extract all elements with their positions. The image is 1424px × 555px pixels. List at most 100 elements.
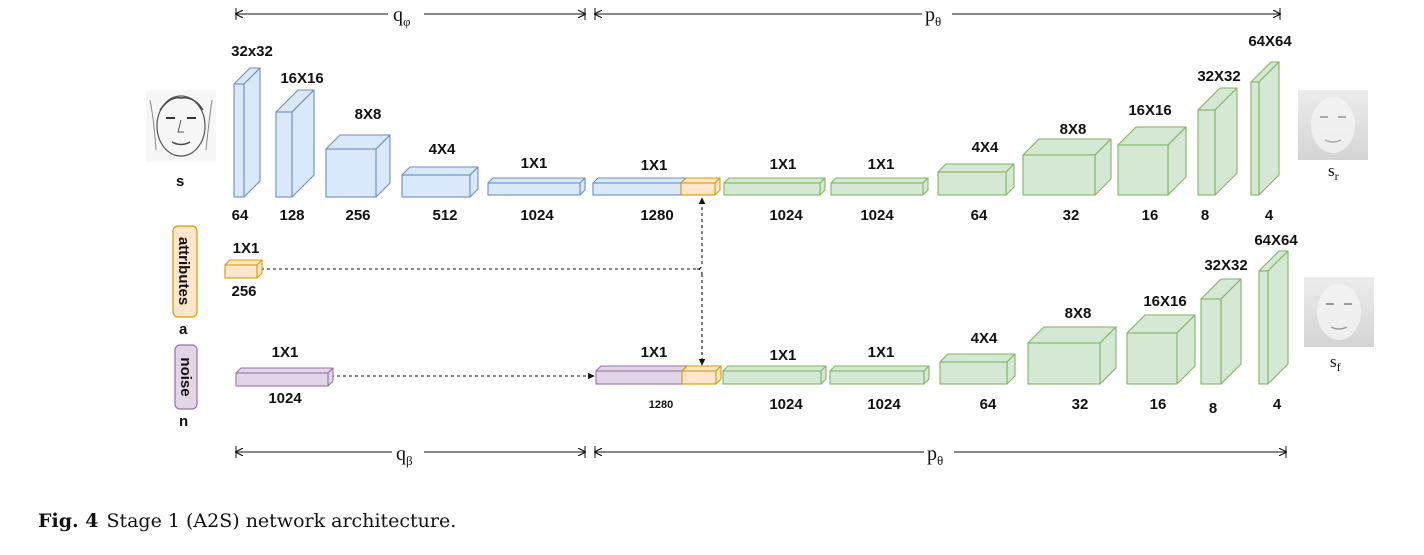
top-decoder-block-2-channels-label: 1024	[860, 207, 894, 224]
bottom-decoder-block-7-channels-label: 4	[1273, 396, 1282, 413]
top-decoder-block-4-channels-label: 32	[1063, 207, 1080, 224]
top-decoder-block-5	[1117, 126, 1187, 196]
top-encoder-block-2-channels-label: 128	[279, 207, 304, 224]
top-decoder-block-6	[1197, 87, 1238, 196]
bottom-decoder-bracket: pθ	[595, 443, 1286, 468]
svg-text:pθ: pθ	[927, 443, 943, 468]
bottom-decoder-block-7-size-label: 64X64	[1254, 232, 1298, 249]
top-encoder-block-3	[325, 134, 391, 198]
bottom-concat-channels-label: 1280	[649, 399, 673, 411]
top-encoder-block-5	[487, 177, 586, 196]
top-decoder-block-1-size-label: 1X1	[770, 156, 797, 173]
attributes-var-label: a	[179, 321, 188, 338]
top-decoder-block-7-channels-label: 4	[1265, 207, 1274, 224]
output-fake-sketch-image	[1304, 277, 1374, 347]
sketch-var-label: s	[176, 173, 184, 190]
noise-var-label: n	[179, 413, 188, 430]
top-decoder-block-5-size-label: 16X16	[1128, 102, 1171, 119]
top-decoder-block-5-channels-label: 16	[1142, 207, 1159, 224]
noise-vector-block-channels-label: 1024	[268, 390, 302, 407]
top-encoder-block-4	[401, 166, 479, 198]
svg-text:pθ: pθ	[925, 4, 941, 29]
top-decoder-block-3-size-label: 4X4	[972, 139, 999, 156]
top-decoder-block-7-size-label: 64X64	[1248, 33, 1292, 50]
figure-number: Fig. 4	[38, 510, 99, 532]
bottom-concat-block	[595, 365, 722, 385]
top-encoder-block-3-size-label: 8X8	[355, 106, 382, 123]
bottom-decoder-block-2-size-label: 1X1	[868, 344, 895, 361]
dotted-connectors	[261, 197, 706, 380]
bottom-decoder-block-4-channels-label: 32	[1072, 396, 1089, 413]
bottom-decoder-block-2-channels-label: 1024	[867, 396, 901, 413]
q-beta-label: q	[396, 443, 406, 465]
figure-caption-text: Stage 1 (A2S) network architecture.	[106, 510, 457, 532]
output-fake-label: sf	[1330, 352, 1341, 374]
top-encoder-block-2-size-label: 16X16	[280, 70, 323, 87]
top-encoder-block-1-size-label: 32x32	[231, 43, 273, 60]
bottom-decoder-block-5-size-label: 16X16	[1143, 293, 1186, 310]
bottom-decoder-block-6-channels-label: 8	[1209, 400, 1217, 417]
top-decoder-block-6-size-label: 32X32	[1197, 68, 1240, 85]
noise-label: noise	[177, 357, 194, 396]
bottom-decoder-block-4-size-label: 8X8	[1065, 305, 1092, 322]
bottom-decoder-block-3	[939, 353, 1016, 385]
attributes-label: attributes	[175, 237, 192, 305]
bottom-concat-size-label: 1X1	[641, 344, 668, 361]
bottom-decoder-block-4	[1027, 326, 1117, 385]
top-decoder-block-3-channels-label: 64	[971, 207, 988, 224]
bottom-decoder-block-7	[1258, 250, 1289, 385]
figure-caption: Fig. 4 Stage 1 (A2S) network architecture…	[38, 510, 456, 532]
input-sketch-image	[146, 90, 216, 162]
output-real-label: sr	[1328, 161, 1339, 183]
noise-vector-block	[235, 367, 334, 387]
svg-text:qβ: qβ	[396, 443, 413, 468]
top-decoder-block-3	[937, 163, 1015, 196]
top-concat-block	[592, 177, 721, 196]
top-encoder-block-4-size-label: 4X4	[429, 141, 456, 158]
top-encoder-bracket: qφ	[236, 4, 585, 29]
bottom-decoder-block-3-size-label: 4X4	[971, 330, 998, 347]
bottom-decoder-block-5	[1126, 314, 1196, 385]
top-encoder-block-3-channels-label: 256	[345, 207, 370, 224]
bottom-decoder-block-1-channels-label: 1024	[769, 396, 803, 413]
top-decoder-block-4-size-label: 8X8	[1060, 121, 1087, 138]
top-encoder-block-1	[233, 67, 261, 198]
bottom-decoder-block-3-channels-label: 64	[980, 396, 997, 413]
top-concat-size-label: 1X1	[641, 157, 668, 174]
attribute-vector-block-channels-label: 256	[231, 283, 256, 300]
top-decoder-block-2-size-label: 1X1	[868, 156, 895, 173]
top-decoder-block-1	[723, 177, 826, 196]
network-blocks: 32x32 64 16X16 128 8X8 256 4X4 512 1X1 1024 1X1 128…	[224, 33, 1298, 417]
top-encoder-block-5-channels-label: 1024	[520, 207, 554, 224]
top-encoder-block-5-size-label: 1X1	[521, 155, 548, 172]
q-phi-label: q	[393, 4, 403, 26]
svg-text:qφ: qφ	[393, 4, 411, 29]
top-encoder-block-4-channels-label: 512	[432, 207, 457, 224]
bottom-decoder-block-5-channels-label: 16	[1150, 396, 1167, 413]
bottom-decoder-block-1	[722, 365, 827, 385]
bottom-decoder-block-6	[1200, 278, 1242, 385]
noise-input-box: noise	[174, 344, 198, 410]
top-decoder-block-2	[830, 177, 929, 196]
top-decoder-block-1-channels-label: 1024	[769, 207, 803, 224]
top-decoder-block-7	[1250, 61, 1280, 196]
top-decoder-bracket: pθ	[595, 4, 1280, 29]
p-theta-label: p	[925, 4, 935, 26]
top-encoder-block-1-channels-label: 64	[232, 207, 249, 224]
attributes-input-box: attributes	[172, 225, 198, 318]
architecture-diagram: qφ pθ qβ pθ s sr	[146, 4, 1374, 468]
top-encoder-block-2	[275, 89, 315, 198]
p-theta-label: p	[927, 443, 937, 465]
bottom-encoder-bracket: qβ	[236, 443, 585, 468]
top-concat-channels-label: 1280	[640, 207, 673, 224]
attribute-to-concat-connector	[261, 197, 706, 270]
attribute-vector-block-size-label: 1X1	[233, 240, 260, 257]
top-decoder-block-4	[1022, 138, 1112, 196]
bottom-decoder-block-1-size-label: 1X1	[770, 347, 797, 364]
output-real-sketch-image	[1298, 90, 1368, 160]
noise-vector-block-size-label: 1X1	[272, 344, 299, 361]
top-decoder-block-6-channels-label: 8	[1201, 207, 1209, 224]
attribute-vector-block	[224, 259, 263, 279]
bottom-decoder-block-2	[829, 365, 930, 385]
bottom-decoder-block-6-size-label: 32X32	[1204, 257, 1247, 274]
